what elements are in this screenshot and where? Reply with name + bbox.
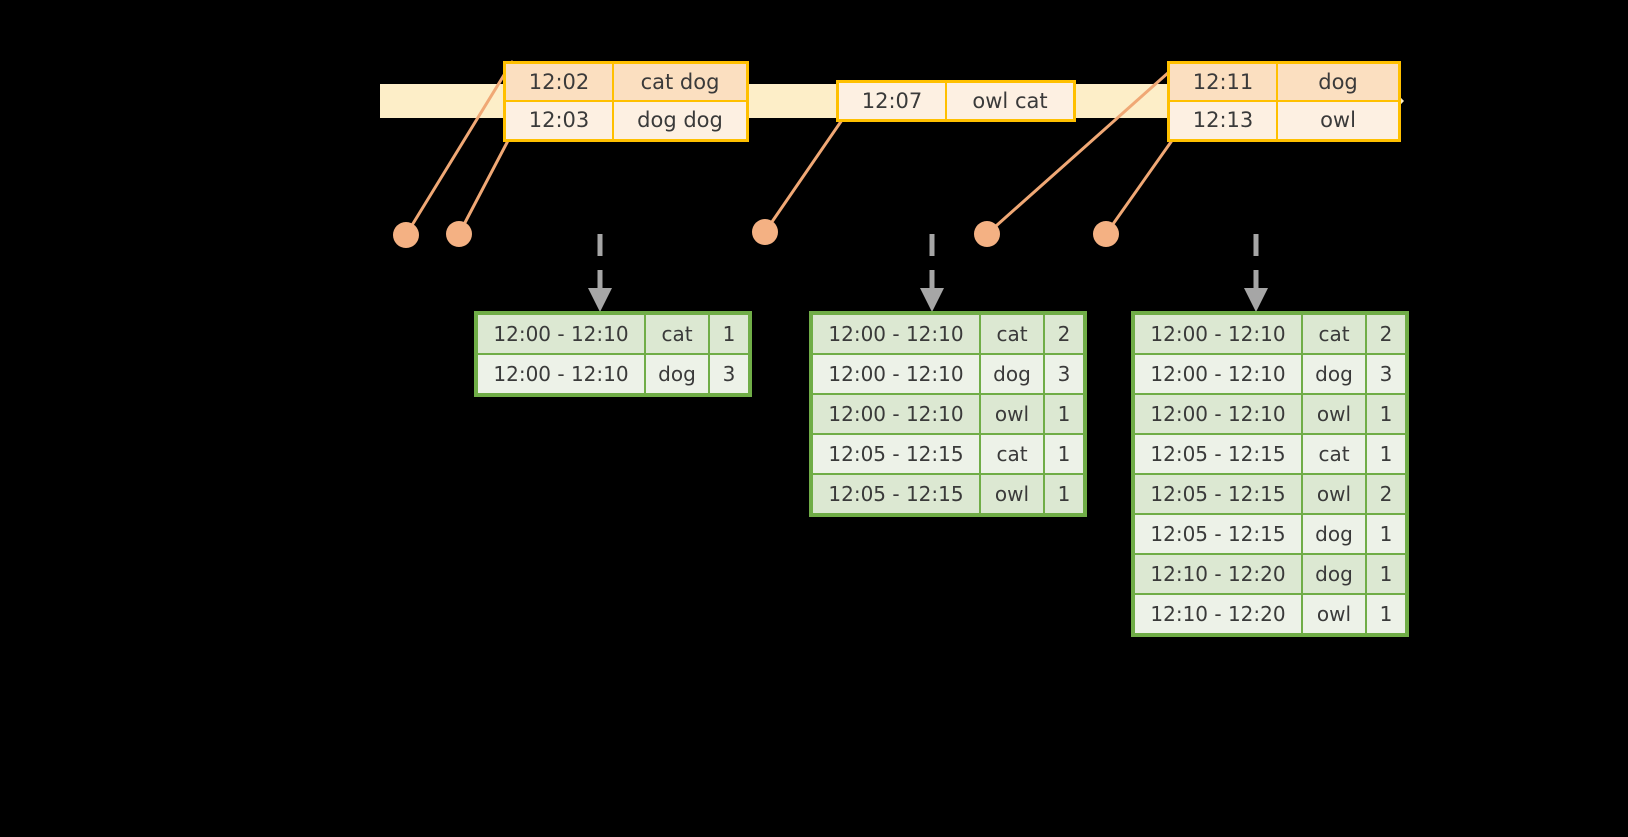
event-payload: cat dog <box>612 61 749 103</box>
result-count: 1 <box>1365 433 1408 475</box>
result-key: dog <box>644 353 710 396</box>
result-window: 12:00 - 12:10 <box>1132 312 1303 355</box>
event-time: 12:13 <box>1167 100 1278 142</box>
event-row: 12:07 owl cat <box>836 80 1076 122</box>
result-count: 2 <box>1365 312 1408 355</box>
connector-line-5 <box>1104 130 1180 236</box>
result-key: dog <box>1301 353 1367 395</box>
result-count: 3 <box>1365 353 1408 395</box>
result-window: 12:05 - 12:15 <box>1132 433 1303 475</box>
event-row: 12:02 cat dog <box>503 61 749 103</box>
result-window: 12:00 - 12:10 <box>475 312 646 355</box>
result-window: 12:05 - 12:15 <box>810 473 981 516</box>
result-count: 1 <box>1043 433 1086 475</box>
event-dot-2 <box>446 221 472 247</box>
result-count: 1 <box>1365 553 1408 595</box>
result-key: owl <box>1301 393 1367 435</box>
result-count: 1 <box>1365 393 1408 435</box>
event-row: 12:03 dog dog <box>503 100 749 142</box>
event-time: 12:03 <box>503 100 614 142</box>
event-payload: owl <box>1276 100 1401 142</box>
result-count: 1 <box>1043 473 1086 516</box>
result-key: owl <box>1301 473 1367 515</box>
event-row: 12:13 owl <box>1167 100 1401 142</box>
event-box-2: 12:07 owl cat <box>836 80 1076 123</box>
result-count: 1 <box>1365 593 1408 636</box>
result-key: owl <box>979 393 1045 435</box>
result-window: 12:00 - 12:10 <box>810 312 981 355</box>
event-dot-1 <box>393 222 419 248</box>
result-window: 12:05 - 12:15 <box>1132 513 1303 555</box>
event-dot-5 <box>1093 221 1119 247</box>
event-payload: dog dog <box>612 100 749 142</box>
result-window: 12:00 - 12:10 <box>1132 393 1303 435</box>
event-payload: owl cat <box>945 80 1076 122</box>
result-key: cat <box>1301 312 1367 355</box>
emit-arrow-1 <box>588 234 612 312</box>
event-time: 12:02 <box>503 61 614 103</box>
result-key: owl <box>1301 593 1367 636</box>
result-window: 12:05 - 12:15 <box>810 433 981 475</box>
event-dot-4 <box>974 221 1000 247</box>
result-count: 3 <box>1043 353 1086 395</box>
connector-line-1 <box>404 60 514 237</box>
result-window: 12:00 - 12:10 <box>810 393 981 435</box>
result-key: dog <box>979 353 1045 395</box>
result-count: 2 <box>1043 312 1086 355</box>
result-key: dog <box>1301 513 1367 555</box>
emit-arrows <box>588 234 1268 312</box>
result-window: 12:05 - 12:15 <box>1132 473 1303 515</box>
result-count: 3 <box>708 353 751 396</box>
result-window: 12:10 - 12:20 <box>1132 553 1303 595</box>
result-key: cat <box>979 312 1045 355</box>
event-time: 12:07 <box>836 80 947 122</box>
event-dot-3 <box>752 219 778 245</box>
emit-arrow-3 <box>1244 234 1268 312</box>
result-key: cat <box>979 433 1045 475</box>
connector-line-2 <box>457 131 514 236</box>
connector-line-3 <box>763 118 844 234</box>
result-key: dog <box>1301 553 1367 595</box>
result-key: owl <box>979 473 1045 516</box>
result-window: 12:00 - 12:10 <box>475 353 646 396</box>
result-count: 1 <box>1365 513 1408 555</box>
event-payload: dog <box>1276 61 1401 103</box>
event-box-3: 12:11 dog 12:13 owl <box>1167 61 1401 142</box>
emit-arrow-2 <box>920 234 944 312</box>
result-count: 2 <box>1365 473 1408 515</box>
result-window: 12:00 - 12:10 <box>1132 353 1303 395</box>
result-count: 1 <box>708 312 751 355</box>
event-row: 12:11 dog <box>1167 61 1401 103</box>
result-key: cat <box>1301 433 1367 475</box>
result-count: 1 <box>1043 393 1086 435</box>
event-dots <box>393 219 1119 248</box>
result-window: 12:00 - 12:10 <box>810 353 981 395</box>
event-box-1: 12:02 cat dog 12:03 dog dog <box>503 61 749 142</box>
result-window: 12:10 - 12:20 <box>1132 593 1303 636</box>
result-key: cat <box>644 312 710 355</box>
event-time: 12:11 <box>1167 61 1278 103</box>
